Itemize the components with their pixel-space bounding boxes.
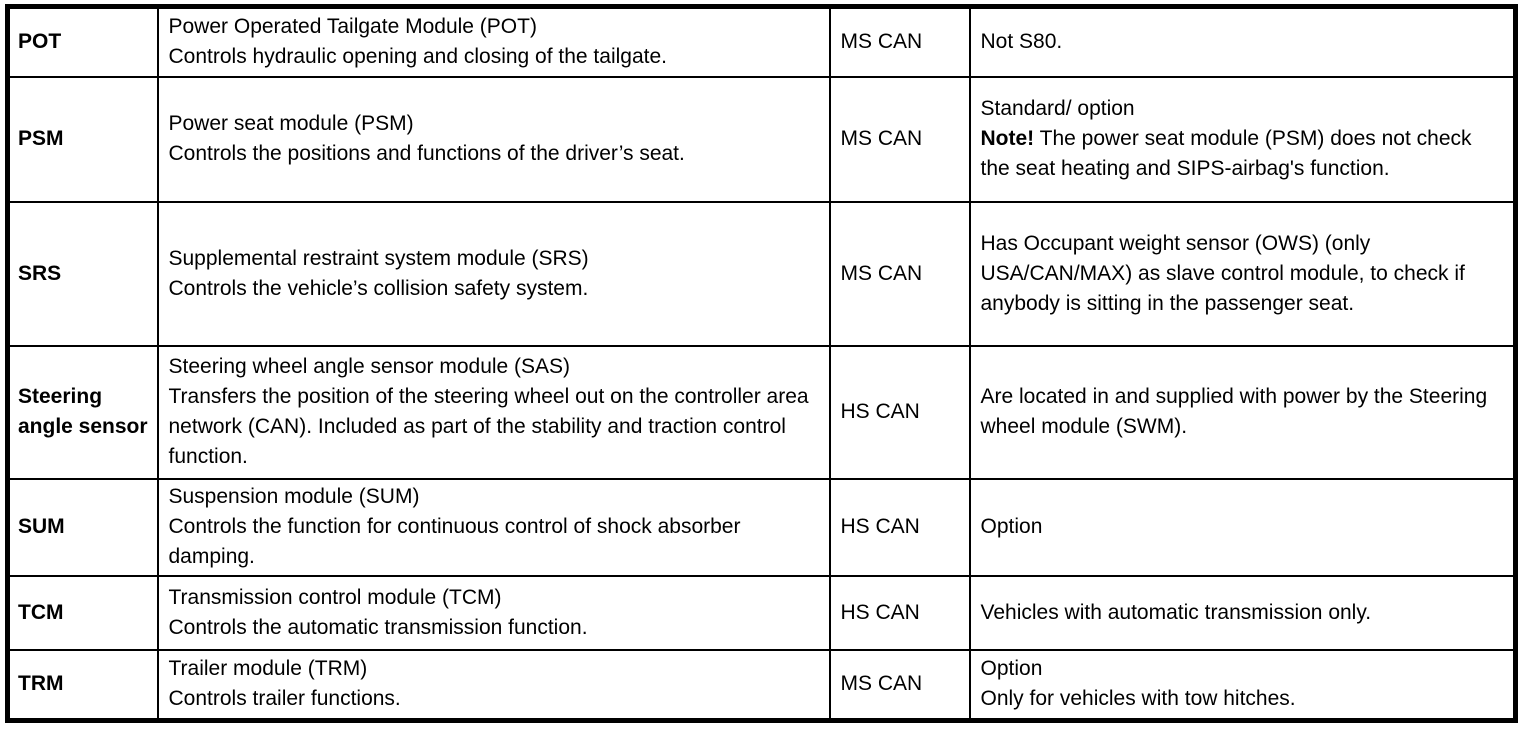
text-line: Power Operated Tailgate Module (POT) xyxy=(168,15,537,39)
text-line: Note! The power seat module (PSM) does n… xyxy=(980,127,1472,180)
table-row: PSM Power seat module (PSM) Controls the … xyxy=(6,75,1517,203)
module-network-cell: MS CAN xyxy=(828,200,971,347)
text-line: Steering wheel angle sensor module (SAS) xyxy=(168,355,571,378)
module-notes-cell: Has Occupant weight sensor (OWS) (only U… xyxy=(968,200,1517,347)
module-description-cell: Power seat module (PSM) Controls the posi… xyxy=(156,75,831,203)
text-line: Option xyxy=(980,657,1043,681)
module-table: POT Power Operated Tailgate Module (POT)… xyxy=(5,4,1518,723)
text-line: Are located in and supplied with power b… xyxy=(980,385,1488,438)
module-notes-cell: Are located in and supplied with power b… xyxy=(968,344,1517,480)
module-description-cell: Suspension module (SUM) Controls the func… xyxy=(156,477,831,577)
module-code-cell: Steering angle sensor xyxy=(6,344,159,480)
module-description-cell: Transmission control module (TCM) Control… xyxy=(156,574,831,651)
text-line: Controls the function for continuous con… xyxy=(168,515,741,568)
module-code-cell: TRM xyxy=(6,648,159,722)
module-network-cell: MS CAN xyxy=(828,648,971,722)
text-line: Trailer module (TRM) xyxy=(168,657,368,681)
module-description-cell: Power Operated Tailgate Module (POT) Cont… xyxy=(156,5,831,78)
module-network-cell: MS CAN xyxy=(828,75,971,203)
table-row: TCM Transmission control module (TCM) Con… xyxy=(6,574,1517,651)
text-line: Controls trailer functions. xyxy=(168,687,401,711)
text-line: Only for vehicles with tow hitches. xyxy=(980,687,1296,711)
module-notes-cell: Option xyxy=(968,477,1517,577)
text-line: Suspension module (SUM) xyxy=(168,485,420,508)
text-line: Standard/ option xyxy=(980,97,1135,120)
text-line: Has Occupant weight sensor (OWS) (only U… xyxy=(980,231,1465,315)
module-code-cell: SUM xyxy=(6,477,159,577)
text-line: Controls the automatic transmission func… xyxy=(168,615,588,639)
module-notes-cell: Not S80. xyxy=(968,5,1517,78)
module-description-cell: Steering wheel angle sensor module (SAS)… xyxy=(156,344,831,480)
table-row: SRS Supplemental restraint system module… xyxy=(6,200,1517,347)
text-line: Vehicles with automatic transmission onl… xyxy=(980,600,1372,624)
module-description-cell: Trailer module (TRM) Controls trailer fun… xyxy=(156,648,831,722)
text-line: Option xyxy=(980,515,1043,538)
table-row: POT Power Operated Tailgate Module (POT)… xyxy=(6,5,1517,78)
module-code-cell: PSM xyxy=(6,75,159,203)
text-line: Transfers the position of the steering w… xyxy=(168,385,809,468)
text-line: Supplemental restraint system module (SR… xyxy=(168,246,589,270)
table-row: Steering angle sensor Steering wheel ang… xyxy=(6,344,1517,480)
module-network-cell: MS CAN xyxy=(828,5,971,78)
module-code-cell: TCM xyxy=(6,574,159,651)
text-line: Not S80. xyxy=(980,30,1063,54)
text-line: Transmission control module (TCM) xyxy=(168,585,502,609)
module-description-cell: Supplemental restraint system module (SR… xyxy=(156,200,831,347)
module-code-cell: SRS xyxy=(6,200,159,347)
text-line: Controls hydraulic opening and closing o… xyxy=(168,45,667,69)
text-line: Controls the vehicle’s collision safety … xyxy=(168,276,589,300)
module-network-cell: HS CAN xyxy=(828,344,971,480)
text-line: Controls the positions and functions of … xyxy=(168,142,685,165)
text-line: Power seat module (PSM) xyxy=(168,112,414,135)
table-row: TRM Trailer module (TRM) Controls trailer… xyxy=(6,648,1517,722)
module-notes-cell: Vehicles with automatic transmission onl… xyxy=(968,574,1517,651)
table-row: SUM Suspension module (SUM) Controls the … xyxy=(6,477,1517,577)
module-table-body: POT Power Operated Tailgate Module (POT)… xyxy=(6,5,1517,722)
module-code-cell: POT xyxy=(6,5,159,78)
module-network-cell: HS CAN xyxy=(828,574,971,651)
module-network-cell: HS CAN xyxy=(828,477,971,577)
